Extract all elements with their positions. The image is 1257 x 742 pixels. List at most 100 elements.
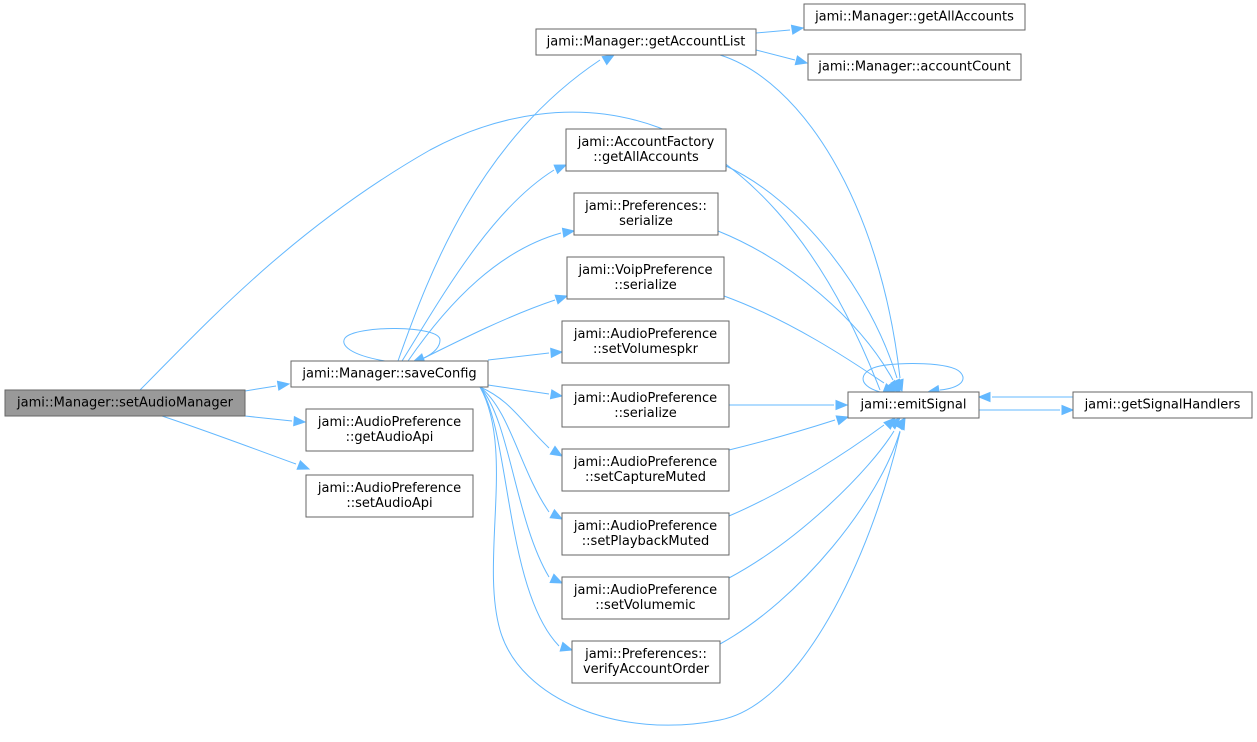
edge-prefSerialize-emitSignal-line [717,230,894,381]
node-audio-serialize[interactable]: jami::AudioPreference::serialize [561,384,730,428]
edge-audioSerialize-emitSignal-arrowhead [835,399,849,411]
node-emit-signal-box[interactable] [847,391,980,419]
edge-saveConfig-audioSerialize-arrowhead [549,389,564,400]
node-set-audio-api[interactable]: jami::AudioPreference::setAudioApi [305,474,474,518]
edge-setAudioManager-saveConfig-line [244,385,277,392]
node-set-volumespkr[interactable]: jami::AudioPreference::setVolumespkr [561,320,730,364]
node-voip-serialize-box[interactable] [566,256,725,300]
node-get-signal-handlers[interactable]: jami::getSignalHandlers [1072,391,1253,419]
node-set-volumemic-box[interactable] [561,576,730,620]
node-set-audio-api-label-1: jami::AudioPreference [317,481,461,496]
node-set-capture-muted[interactable]: jami::AudioPreference::setCaptureMuted [561,448,730,492]
node-set-volumespkr-label-2: ::setVolumespkr [593,342,699,357]
edge-saveConfig-voipSerialize-line [417,299,556,362]
edge-verifyAccountOrder-emitSignal-arrowhead [893,416,906,431]
edge-saveConfig-audioSerialize-line [487,384,550,395]
edge-setVolumemic-emitSignal-line [728,430,895,579]
node-get-all-accounts[interactable]: jami::Manager::getAllAccounts [803,3,1026,31]
edge-prefSerialize-emitSignal-arrowhead [886,379,899,394]
edge-setAudioManager-saveConfig [244,380,291,392]
node-set-playback-muted[interactable]: jami::AudioPreference::setPlaybackMuted [561,512,730,556]
node-set-volumespkr-box[interactable] [561,320,730,364]
node-factory-get-all-accounts-label-1: jami::AccountFactory [577,135,715,150]
edge-getAccountList-getAllAccounts-line [755,29,791,34]
edge-getAccountList-accountCount [755,49,809,66]
node-save-config[interactable]: jami::Manager::saveConfig [290,360,489,388]
node-set-playback-muted-label-2: ::setPlaybackMuted [582,534,709,549]
edge-prefSerialize-emitSignal [717,230,899,394]
node-set-volumemic[interactable]: jami::AudioPreference::setVolumemic [561,576,730,620]
edge-factoryGetAllAccounts-emitSignal [725,165,901,393]
edge-getAccountList-getAllAccounts [755,24,805,35]
node-verify-account-order-label-1: jami::Preferences:: [584,647,707,662]
node-get-account-list-box[interactable] [535,28,757,56]
node-get-all-accounts-box[interactable] [803,3,1026,31]
node-set-playback-muted-box[interactable] [561,512,730,556]
edge-getAccountList-emitSignal [719,54,904,393]
node-set-capture-muted-box[interactable] [561,448,730,492]
node-get-signal-handlers-label-1: jami::getSignalHandlers [1084,398,1241,413]
edge-saveConfig-factoryGetAllAccounts [401,164,568,362]
node-voip-serialize[interactable]: jami::VoipPreference::serialize [566,256,725,300]
edge-setAudioManager-getAudioApi-arrowhead [293,415,307,427]
node-set-capture-muted-label-1: jami::AudioPreference [573,455,717,470]
node-audio-serialize-label-1: jami::AudioPreference [573,391,717,406]
edge-saveConfig-setVolumemic-line [479,386,550,578]
node-audio-serialize-label-2: ::serialize [614,406,677,421]
edge-saveConfig-setPlaybackMuted-arrowhead [549,508,564,520]
node-factory-get-all-accounts-label-2: ::getAllAccounts [593,150,699,165]
node-pref-serialize-box[interactable] [573,192,719,236]
edge-setVolumemic-emitSignal [728,417,901,579]
node-save-config-label-1: jami::Manager::saveConfig [301,367,476,382]
edge-setAudioManager-emitSignal-line [139,111,881,391]
node-verify-account-order-box[interactable] [571,640,721,684]
edge-voipSerialize-emitSignal-line [723,295,885,384]
edge-saveConfig-setCaptureMuted-arrowhead [549,445,564,457]
edge-setAudioManager-emitSignal [139,111,902,393]
node-set-volumemic-label-1: jami::AudioPreference [573,583,717,598]
edge-emitSignal-getSignalHandlers [979,404,1075,416]
node-voip-serialize-label-2: ::serialize [614,278,677,293]
edge-saveConfig-setPlaybackMuted [479,386,564,520]
node-audio-serialize-box[interactable] [561,384,730,428]
node-emit-signal[interactable]: jami::emitSignal [847,391,980,419]
edge-emitSignal-getSignalHandlers-arrowhead [1061,404,1075,416]
edge-saveConfig-self-line [343,328,441,362]
node-verify-account-order[interactable]: jami::Preferences::verifyAccountOrder [571,640,721,684]
node-get-signal-handlers-box[interactable] [1072,391,1253,419]
node-verify-account-order-label-2: verifyAccountOrder [583,662,710,677]
node-set-audio-manager[interactable]: jami::Manager::setAudioManager [4,389,246,417]
edges [139,24,1075,726]
node-get-audio-api[interactable]: jami::AudioPreference::getAudioApi [305,408,474,452]
edge-audioSerialize-emitSignal [729,399,849,411]
node-save-config-box[interactable] [290,360,489,388]
edge-setAudioManager-setAudioApi-line [161,415,297,465]
edge-saveConfig-getAccountList [397,54,616,362]
node-emit-signal-label-1: jami::emitSignal [860,398,967,413]
node-factory-get-all-accounts[interactable]: jami::AccountFactory::getAllAccounts [565,128,727,172]
node-set-audio-api-box[interactable] [305,474,474,518]
edge-setAudioManager-setAudioApi-arrowhead [296,459,311,470]
edge-verifyAccountOrder-emitSignal-line [719,430,901,645]
node-account-count-box[interactable] [807,53,1022,81]
edge-saveConfig-getAccountList-line [397,59,601,362]
edge-getSignalHandlers-emitSignal-arrowhead [977,391,991,403]
node-set-audio-manager-box[interactable] [4,389,246,417]
edge-setPlaybackMuted-emitSignal [728,417,896,517]
edge-factoryGetAllAccounts-emitSignal-line [725,165,898,379]
node-pref-serialize[interactable]: jami::Preferences::serialize [573,192,719,236]
node-get-all-accounts-label-1: jami::Manager::getAllAccounts [814,10,1014,25]
edge-saveConfig-verifyAccountOrder-line [479,386,560,647]
node-get-account-list[interactable]: jami::Manager::getAccountList [535,28,757,56]
node-set-volumemic-label-2: ::setVolumemic [595,598,695,613]
node-account-count[interactable]: jami::Manager::accountCount [807,53,1022,81]
node-get-audio-api-box[interactable] [305,408,474,452]
edge-saveConfig-emitSignal-line [479,386,901,726]
node-set-audio-api-label-2: ::setAudioApi [346,496,432,511]
edge-saveConfig-setVolumespkr-line [487,352,550,361]
edge-saveConfig-verifyAccountOrder-arrowhead [559,641,574,652]
edge-saveConfig-setVolumespkr-arrowhead [550,347,564,359]
node-factory-get-all-accounts-box[interactable] [565,128,727,172]
edge-saveConfig-audioSerialize [487,384,564,400]
